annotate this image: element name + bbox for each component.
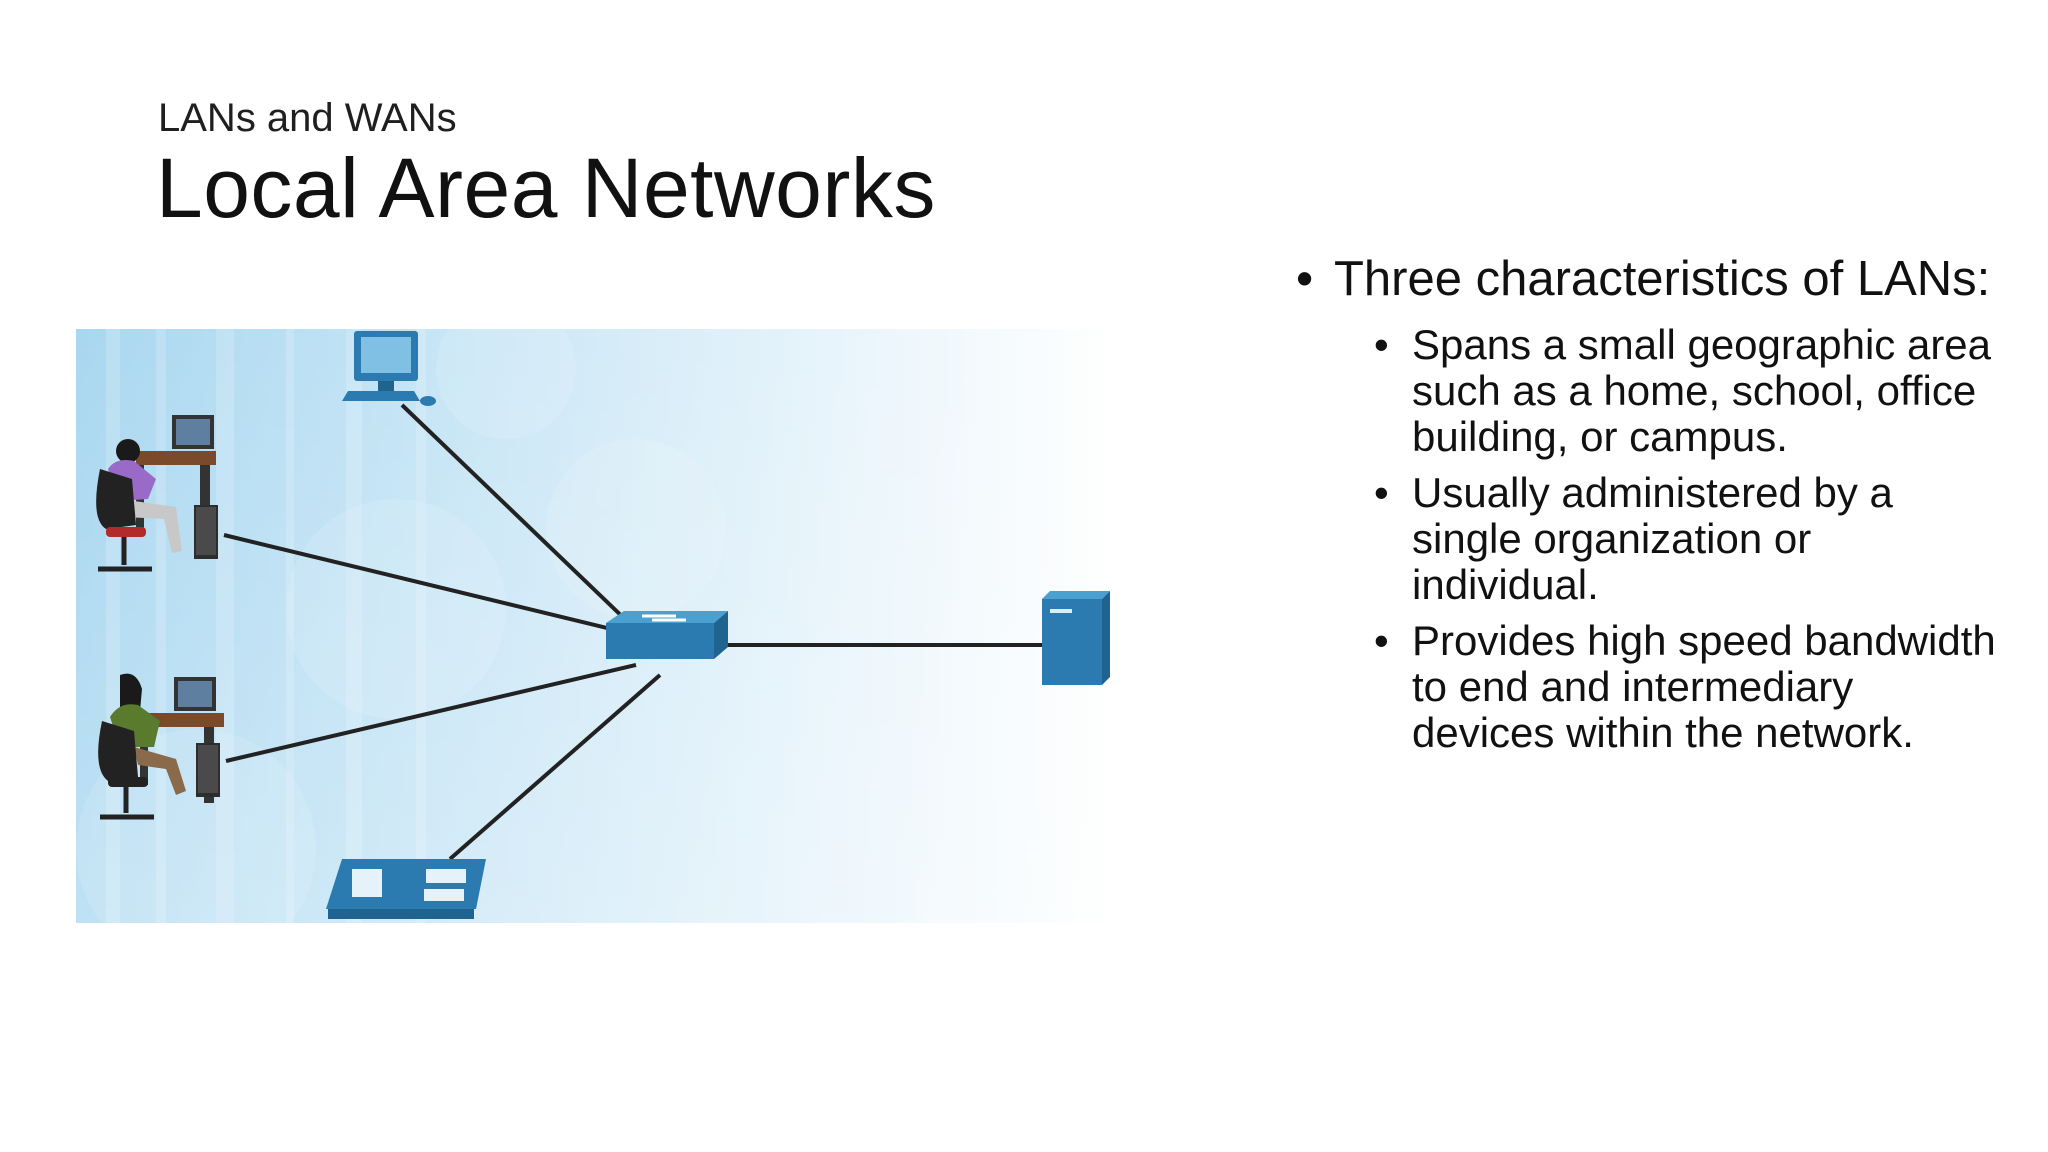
- switch-icon: [606, 611, 728, 659]
- server-icon: [1042, 591, 1110, 685]
- link-computer-switch: [400, 403, 656, 649]
- slide-title: Local Area Networks: [156, 141, 936, 235]
- sub-bullet-item: • Usually administered by a single organ…: [1374, 470, 1996, 608]
- sub-bullet-item: • Provides high speed bandwidth to end a…: [1374, 618, 1996, 756]
- computer-icon: [342, 331, 436, 406]
- sub-bullet-text: Provides high speed bandwidth to end and…: [1412, 617, 1996, 756]
- sub-bullet-text: Spans a small geographic area such as a …: [1412, 321, 1992, 460]
- sub-bullet-text: Usually administered by a single organiz…: [1412, 469, 1893, 608]
- link-workstation2-switch: [225, 663, 637, 763]
- sub-bullet-item: • Spans a small geographic area such as …: [1374, 322, 1996, 460]
- ip-phone-icon: [326, 859, 486, 919]
- link-phone-switch: [448, 673, 662, 861]
- bullet-main: • Three characteristics of LANs:: [1296, 252, 1996, 306]
- user-workstation-icon: [98, 673, 224, 820]
- bullet-list: • Three characteristics of LANs: • Spans…: [1296, 252, 1996, 766]
- bullet-dot: •: [1374, 617, 1389, 664]
- link-workstation1-switch: [223, 533, 637, 637]
- section-label: LANs and WANs: [158, 96, 457, 140]
- bullet-main-text: Three characteristics of LANs:: [1334, 252, 1991, 306]
- network-links: [223, 403, 1042, 861]
- bullet-dot: •: [1374, 321, 1389, 368]
- bullet-dot: •: [1296, 252, 1314, 306]
- bullet-dot: •: [1374, 469, 1389, 516]
- sub-bullet-list: • Spans a small geographic area such as …: [1296, 322, 1996, 756]
- user-workstation-icon: [96, 415, 218, 572]
- lan-diagram: [76, 329, 1116, 923]
